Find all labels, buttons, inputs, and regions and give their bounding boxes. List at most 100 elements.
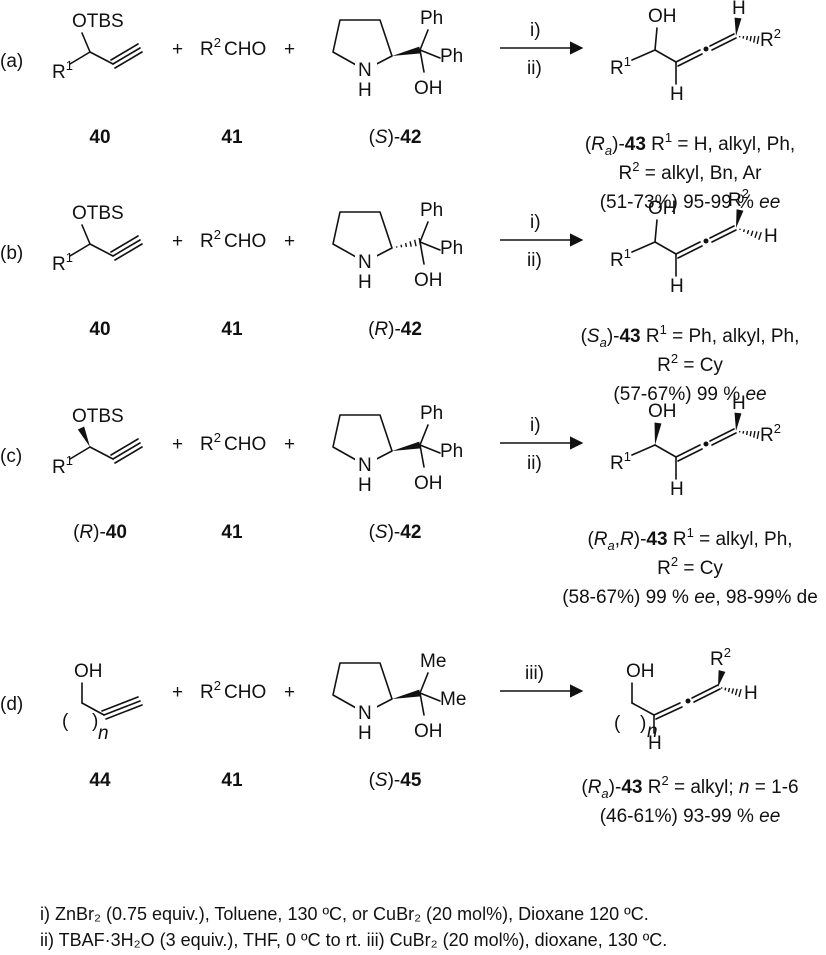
allene-bond (711, 229, 737, 243)
h-atom: H (648, 733, 662, 754)
hash-bond (720, 687, 742, 698)
hash-stroke (409, 241, 412, 247)
arrow-condition-above: i) (530, 415, 541, 436)
wedge-bond (392, 46, 421, 56)
compound-label: 41 (221, 319, 243, 340)
compound-label: (R)-42 (368, 319, 422, 340)
oh-label: OH (648, 6, 677, 27)
row-label: (c) (0, 446, 22, 467)
r1-label: R1 (52, 250, 73, 275)
hash-bond (738, 35, 760, 45)
hash-stroke (734, 688, 738, 696)
bond (419, 692, 441, 702)
result-line: (Ra)-43 R2 = alkyl; n = 1-6 (581, 773, 798, 801)
hash-stroke (727, 687, 731, 693)
allene-bond (655, 706, 683, 720)
bond (654, 27, 658, 51)
n-atom: N (358, 703, 372, 724)
paren: ( (62, 711, 69, 732)
triple-bond (114, 51, 143, 69)
result-line: R2 = alkyl, Bn, Ar (619, 159, 763, 184)
triple-bond (114, 243, 143, 261)
hash-stroke (745, 430, 749, 436)
result-line: (51-73%) 95-99 % ee (600, 192, 781, 213)
plus-sign: + (172, 434, 183, 455)
pyrrolidine-ring (332, 211, 393, 263)
bond (419, 241, 441, 251)
compound-label: (S)-42 (369, 522, 422, 543)
substituent-2: Ph (440, 46, 463, 67)
h-atom: H (358, 723, 372, 744)
bond (419, 29, 429, 51)
compound-label: 41 (221, 522, 243, 543)
compound-label: (S)-42 (369, 127, 422, 148)
oh-label: OH (648, 198, 677, 219)
allene-bond (709, 428, 735, 442)
allene-bond (677, 245, 703, 259)
plus-sign: + (172, 39, 183, 60)
bond (654, 444, 677, 458)
substituent-2: Me (440, 689, 466, 710)
triple-bond (114, 446, 143, 464)
compound-label: (R)-40 (73, 522, 127, 543)
nh-mask (355, 701, 377, 719)
n-atom: N (358, 60, 372, 81)
r1-label: R1 (52, 58, 73, 83)
hash-stroke (400, 244, 403, 248)
triple-bond (101, 696, 139, 712)
h-atom: H (732, 393, 746, 414)
allene-bond (691, 684, 719, 699)
wedge-bond (718, 670, 726, 687)
bond (419, 444, 441, 454)
otbs-label: OTBS (72, 406, 124, 427)
pyrrolidine-ring (332, 662, 393, 714)
aldehyde-cho: CHO (224, 682, 266, 703)
bond (419, 221, 429, 243)
bond (89, 243, 114, 257)
aldehyde-cho: CHO (224, 434, 266, 455)
aldehyde-cho: CHO (224, 231, 266, 252)
plus-sign: + (284, 434, 295, 455)
r1-label: R1 (610, 246, 631, 271)
bond (419, 241, 425, 265)
oh-label: OH (414, 270, 443, 291)
h-atom: H (732, 0, 746, 19)
allene-center (703, 441, 709, 447)
hash-stroke (754, 231, 758, 239)
allene-center (703, 46, 709, 52)
r2-label: R2 (760, 26, 781, 51)
oh-label: OH (414, 473, 443, 494)
triple-bond (112, 47, 141, 65)
pyrrolidine-ring (332, 19, 393, 71)
paren: ) (92, 711, 98, 732)
compound-label: (S)-45 (369, 770, 422, 791)
bond (69, 243, 91, 257)
oh-label: OH (626, 661, 655, 682)
arrow-condition-above: iii) (525, 663, 544, 684)
hash-bond (738, 430, 760, 440)
bond (654, 49, 677, 63)
oh-label: OH (74, 661, 103, 682)
oh-label: OH (414, 721, 443, 742)
arrow-condition-above: i) (530, 20, 541, 41)
bond (631, 702, 655, 716)
nh-mask (355, 58, 377, 76)
arrow-condition-below: ii) (527, 58, 542, 79)
nh-mask (355, 453, 377, 471)
bond (419, 692, 425, 716)
wedge-bond (392, 689, 421, 699)
result-line: (46-61%) 93-99 % ee (600, 806, 781, 827)
plus-sign: + (284, 39, 295, 60)
arrow-condition-below: ii) (527, 453, 542, 474)
bond (69, 446, 91, 460)
bond (419, 49, 441, 59)
